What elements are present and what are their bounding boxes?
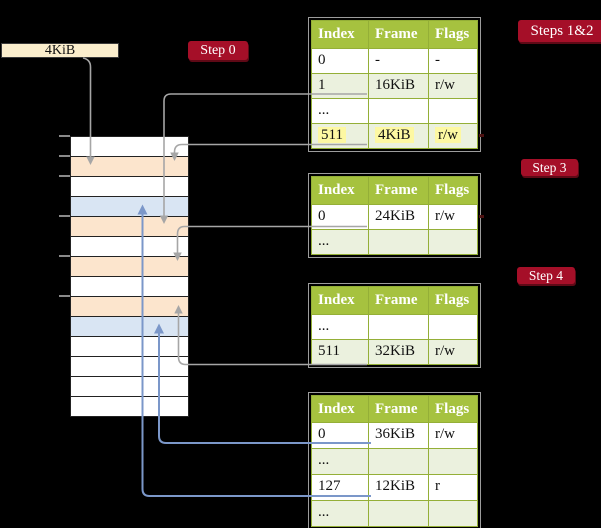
table-row: ... bbox=[312, 229, 477, 254]
table-header-row: Index Frame Flags bbox=[312, 396, 477, 422]
cell-frame bbox=[368, 230, 428, 254]
badge-step3: Step 3 bbox=[521, 159, 578, 176]
page-table-bottom: Index Frame Flags 0 36KiB r/w ... 127 12… bbox=[308, 392, 481, 528]
table-row: 1 16KiB r/w bbox=[312, 73, 477, 98]
frame-boundary-tick bbox=[59, 255, 70, 257]
table-row: 511 4KiB r/w bbox=[312, 123, 477, 148]
cell-frame bbox=[368, 501, 428, 526]
column-header-frame: Frame bbox=[368, 287, 428, 314]
memory-frame-row bbox=[71, 237, 188, 257]
cell-frame: 16KiB bbox=[368, 74, 428, 98]
memory-frame-row bbox=[71, 157, 188, 177]
table-header-row: Index Frame Flags bbox=[312, 21, 477, 48]
cell-frame: 32KiB bbox=[368, 340, 428, 364]
frame-boundary-tick bbox=[59, 155, 70, 157]
table-row: ... bbox=[312, 448, 477, 474]
cell-index: 0 bbox=[318, 208, 326, 224]
column-header-flags: Flags bbox=[428, 177, 477, 204]
cell-flags bbox=[428, 315, 477, 339]
cell-index: ... bbox=[318, 504, 330, 520]
column-header-flags: Flags bbox=[428, 287, 477, 314]
cell-frame: - bbox=[368, 49, 428, 73]
table-row: ... bbox=[312, 98, 477, 123]
memory-frame-row bbox=[71, 337, 188, 357]
cell-frame: 36KiB bbox=[368, 423, 428, 448]
column-header-flags: Flags bbox=[428, 21, 477, 48]
row-pointer-dash bbox=[479, 134, 484, 137]
cell-index: 1 bbox=[318, 77, 326, 93]
memory-frame-row bbox=[71, 197, 188, 217]
memory-frame-row bbox=[71, 177, 188, 197]
cell-index: ... bbox=[318, 452, 330, 468]
column-header-frame: Frame bbox=[368, 21, 428, 48]
cell-flags: r bbox=[428, 475, 477, 500]
cell-index: ... bbox=[318, 318, 330, 334]
cell-index: 511 bbox=[318, 343, 340, 359]
memory-frame-row bbox=[71, 277, 188, 297]
column-header-index: Index bbox=[318, 292, 355, 308]
page-table-step4: Index Frame Flags ... 511 32KiB r/w bbox=[308, 283, 481, 368]
memory-frame-row bbox=[71, 357, 188, 377]
memory-frame-row bbox=[71, 297, 188, 317]
cell-flags: r/w bbox=[428, 124, 477, 148]
cell-frame: 24KiB bbox=[368, 205, 428, 229]
memory-frame-row bbox=[71, 397, 188, 415]
column-header-flags: Flags bbox=[428, 396, 477, 422]
cell-frame bbox=[368, 315, 428, 339]
table-row: ... bbox=[312, 500, 477, 526]
page-table-steps1-2: Index Frame Flags 0 - - 1 16KiB r/w ... … bbox=[308, 17, 481, 152]
table-row: 511 32KiB r/w bbox=[312, 339, 477, 364]
cell-index: 511 bbox=[312, 124, 368, 148]
cell-index: 0 bbox=[318, 52, 326, 68]
badge-step4: Step 4 bbox=[517, 267, 575, 284]
physical-memory-column bbox=[70, 136, 189, 417]
cell-flags bbox=[428, 99, 477, 123]
cell-flags bbox=[428, 230, 477, 254]
frame-boundary-tick bbox=[59, 215, 70, 217]
memory-frame-row bbox=[71, 217, 188, 237]
page-table-step3: Index Frame Flags 0 24KiB r/w ... bbox=[308, 173, 481, 258]
cell-flags: r/w bbox=[428, 423, 477, 448]
row-pointer-dash bbox=[479, 215, 484, 218]
cell-index: ... bbox=[318, 233, 330, 249]
table-row: 127 12KiB r bbox=[312, 474, 477, 500]
cell-frame: 4KiB bbox=[368, 124, 428, 148]
cell-flags: - bbox=[428, 49, 477, 73]
cell-flags bbox=[428, 449, 477, 474]
column-header-index: Index bbox=[318, 26, 355, 42]
cell-flags: r/w bbox=[428, 340, 477, 364]
cell-flags: r/w bbox=[428, 74, 477, 98]
column-header-frame: Frame bbox=[368, 396, 428, 422]
badge-steps1-2: Steps 1&2 bbox=[518, 20, 601, 42]
memory-frame-row bbox=[71, 257, 188, 277]
memory-frame-row bbox=[71, 317, 188, 337]
table-row: ... bbox=[312, 314, 477, 339]
cell-flags bbox=[428, 501, 477, 526]
cell-frame bbox=[368, 449, 428, 474]
cell-frame bbox=[368, 99, 428, 123]
badge-step0: Step 0 bbox=[188, 41, 248, 60]
table-row: 0 - - bbox=[312, 48, 477, 73]
memory-frame-row bbox=[71, 377, 188, 397]
column-header-index: Index bbox=[318, 182, 355, 198]
frame-boundary-tick bbox=[59, 295, 70, 297]
column-header-index: Index bbox=[318, 401, 355, 417]
frame-boundary-tick bbox=[59, 135, 70, 137]
page-size-label: 4KiB bbox=[1, 43, 119, 58]
table-header-row: Index Frame Flags bbox=[312, 287, 477, 314]
cell-index: ... bbox=[318, 102, 330, 118]
column-header-frame: Frame bbox=[368, 177, 428, 204]
table-row: 0 36KiB r/w bbox=[312, 422, 477, 448]
memory-frame-row bbox=[71, 137, 188, 157]
cell-index: 0 bbox=[318, 426, 326, 442]
cell-flags: r/w bbox=[428, 205, 477, 229]
table-header-row: Index Frame Flags bbox=[312, 177, 477, 204]
frame-boundary-tick bbox=[59, 175, 70, 177]
table-row: 0 24KiB r/w bbox=[312, 204, 477, 229]
cell-frame: 12KiB bbox=[368, 475, 428, 500]
cell-index: 127 bbox=[318, 478, 341, 494]
